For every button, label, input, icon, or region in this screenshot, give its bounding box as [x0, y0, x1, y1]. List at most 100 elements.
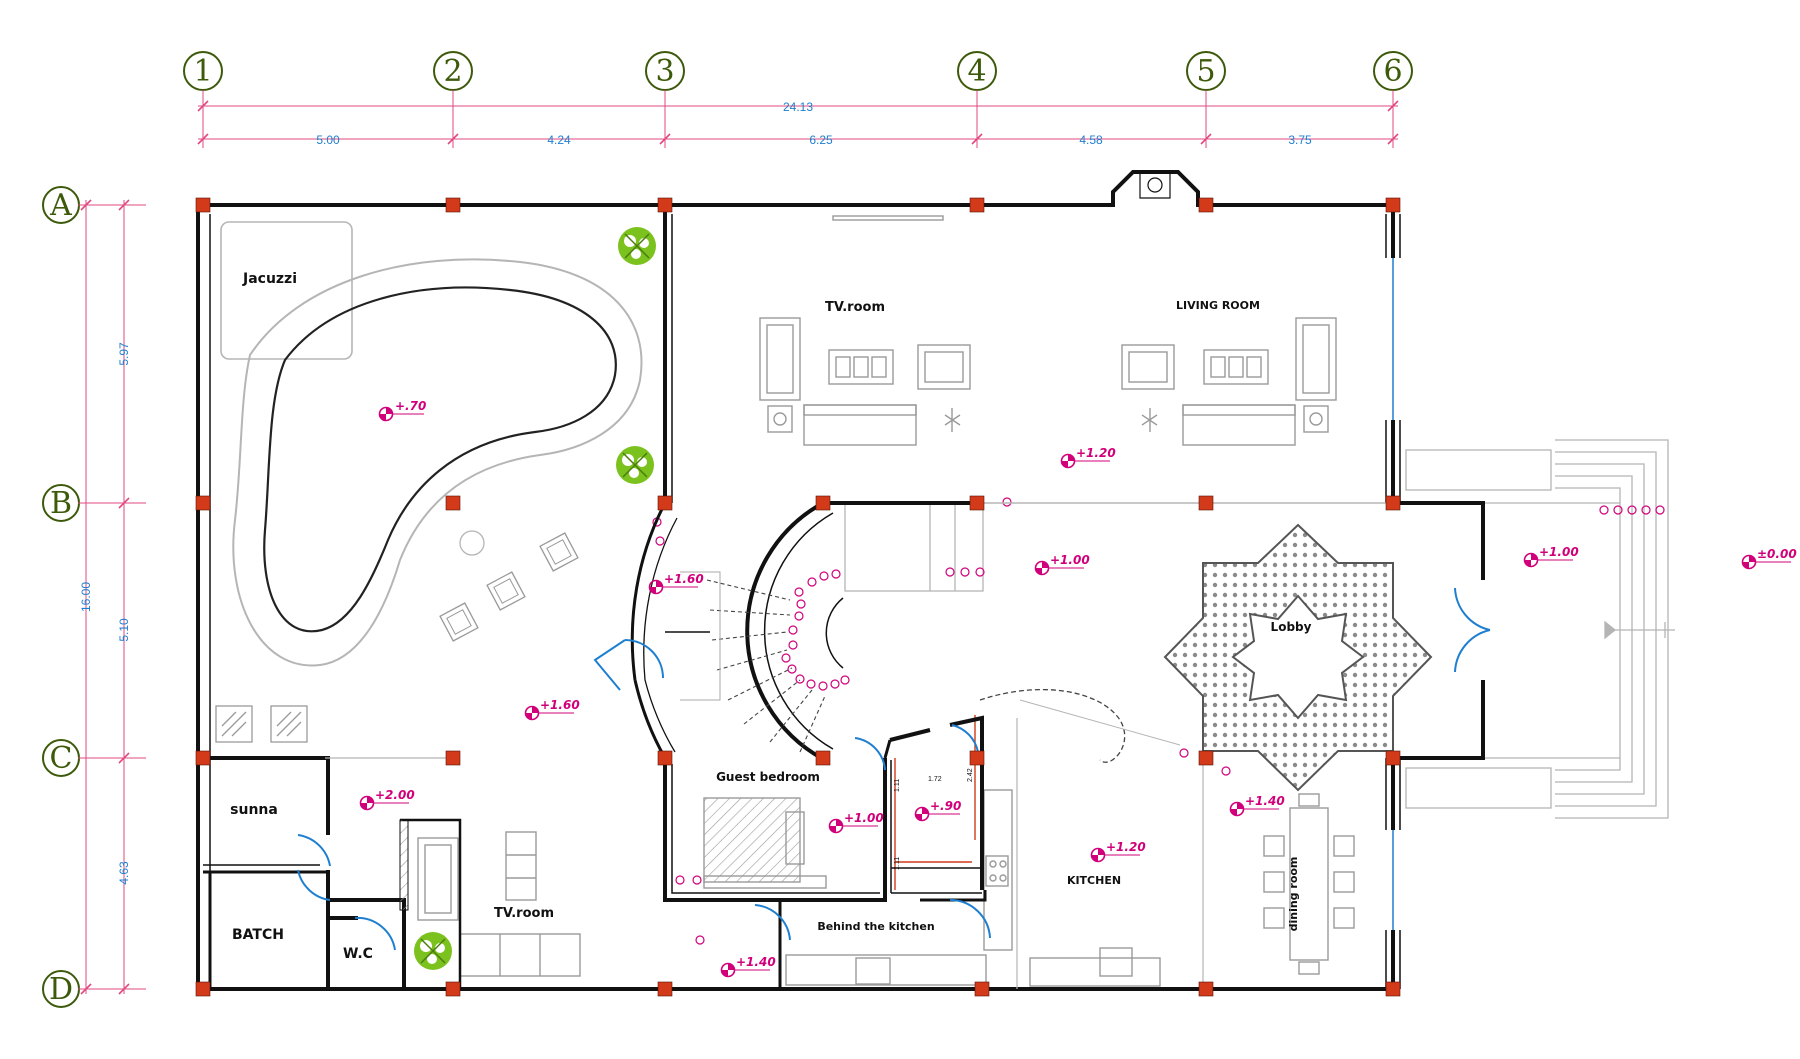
entrance-terrace: [1405, 439, 1675, 819]
room-label-kitchen: KITCHEN: [1067, 874, 1121, 887]
plant-icon: [615, 445, 655, 485]
level-marker-guest: +1.00: [828, 811, 884, 834]
columns: [195, 197, 1401, 997]
level-marker-dining: +1.40: [1229, 794, 1285, 817]
room-label-dining-room: dining room: [1287, 857, 1300, 932]
lounge-chair: [539, 532, 579, 572]
svg-text:+1.40: +1.40: [1245, 794, 1285, 808]
room-label-living-room: LIVING ROOM: [1176, 299, 1260, 312]
level-marker-living: +1.20: [1060, 446, 1116, 469]
grid-bubble-2: 2: [433, 51, 473, 91]
level-marker-hall: +1.00: [1034, 553, 1090, 576]
grid-bubble-b: B: [42, 484, 80, 522]
jacuzzi-tub: [220, 221, 353, 360]
grid-bubble-5: 5: [1186, 51, 1226, 91]
room-label-batch: BATCH: [232, 927, 284, 943]
dim-a-b: 5.97: [117, 342, 131, 366]
room-label-sunna: sunna: [230, 802, 278, 818]
level-marker-store: +.90: [914, 799, 961, 822]
shower-tray: [215, 705, 253, 743]
level-markers: +.70 +1.20 +1.00 +1.00 ±0.00 +1.60 +1.60…: [359, 399, 1797, 978]
svg-text:±0.00: ±0.00: [1757, 547, 1797, 561]
shower-tray: [270, 705, 308, 743]
plant-icon: [617, 226, 657, 266]
room-label-guest-bedroom: Guest bedroom: [716, 770, 820, 784]
level-marker-stair: +1.60: [648, 572, 704, 595]
plant-icon: [413, 931, 453, 971]
dim-overall-horizontal: 24.13: [783, 100, 813, 114]
svg-text:+2.00: +2.00: [375, 788, 415, 802]
pool-area: [215, 221, 657, 971]
lounge-chair: [439, 602, 479, 642]
grid-label-2: 2: [443, 54, 462, 89]
grid-row-labels: A B C D: [42, 186, 80, 1008]
grid-bubble-4: 4: [957, 51, 997, 91]
store-dimensions: 1.72 1.11 1.11 2.42: [894, 768, 974, 870]
grid-label-3: 3: [655, 54, 674, 89]
dimension-texts: 24.13 5.00 4.24 6.25 4.58 3.75 16.00 5.9…: [79, 100, 1312, 885]
grid-label-4: 4: [967, 54, 986, 89]
grid-bubble-6: 6: [1373, 51, 1413, 91]
svg-text:+1.40: +1.40: [736, 955, 776, 969]
grid-label-a: A: [49, 188, 72, 223]
store-dim-width: 1.72: [928, 776, 942, 783]
grid-bubble-d: D: [42, 970, 80, 1008]
grid-bubble-c: C: [42, 739, 80, 777]
level-marker-behind-kitchen: +1.40: [720, 955, 776, 978]
room-label-lobby: Lobby: [1271, 620, 1312, 634]
level-marker-pool: +.70: [378, 399, 426, 422]
grid-label-b: B: [50, 486, 72, 521]
lobby-ornament: [1163, 523, 1433, 792]
store-dim-height: 1.11: [894, 779, 901, 792]
level-marker-sunna: +2.00: [359, 788, 415, 811]
walls: [196, 170, 1485, 991]
svg-text:+1.00: +1.00: [1050, 553, 1090, 567]
level-marker-terrace: +1.00: [1523, 545, 1579, 568]
dim-c-d: 4.63: [117, 861, 131, 885]
grid-label-1: 1: [193, 54, 212, 89]
room-label-tv-room-lower: TV.room: [494, 906, 554, 921]
grid-bubble-a: A: [42, 186, 80, 224]
room-label-jacuzzi: Jacuzzi: [242, 271, 297, 287]
store-dim-right: 2.42: [967, 768, 974, 782]
dim-3-4: 6.25: [809, 133, 833, 147]
svg-text:+1.00: +1.00: [1539, 545, 1579, 559]
store-dim-lower: 1.11: [894, 857, 901, 870]
room-label-wc: W.C: [343, 946, 373, 962]
level-marker-kitchen: +1.20: [1090, 840, 1146, 863]
kitchen-arc: [979, 689, 1126, 763]
grid-label-c: C: [50, 741, 73, 776]
grid-label-5: 5: [1196, 54, 1215, 89]
room-labels: Jacuzzi TV.room LIVING ROOM Lobby Guest …: [230, 271, 1311, 962]
living-furniture: [417, 215, 1355, 987]
svg-text:+1.60: +1.60: [540, 698, 580, 712]
grid-column-labels: 1 2 3 4 5 6: [183, 51, 1413, 91]
level-marker-patio: +1.60: [524, 698, 580, 721]
dim-overall-vertical: 16.00: [79, 582, 93, 612]
grid-label-6: 6: [1383, 54, 1402, 89]
svg-text:+1.60: +1.60: [664, 572, 704, 586]
svg-text:+1.20: +1.20: [1076, 446, 1116, 460]
dim-5-6: 3.75: [1288, 133, 1312, 147]
room-label-behind-kitchen: Behind the kitchen: [817, 920, 934, 933]
dimension-lines: [78, 90, 1399, 995]
level-marker-outside: ±0.00: [1741, 547, 1797, 570]
pool-water: [263, 286, 617, 633]
svg-text:+.70: +.70: [395, 399, 426, 413]
grid-label-d: D: [49, 972, 73, 1007]
dim-2-3: 4.24: [547, 133, 571, 147]
svg-text:+1.20: +1.20: [1106, 840, 1146, 854]
lobby-star-inner: [1231, 594, 1365, 720]
room-label-tv-room: TV.room: [825, 300, 885, 315]
spiral-stair: [652, 497, 1665, 945]
grid-bubble-3: 3: [645, 51, 685, 91]
grid-bubble-1: 1: [183, 51, 223, 91]
svg-text:+1.00: +1.00: [844, 811, 884, 825]
dim-1-2: 5.00: [316, 133, 340, 147]
dim-4-5: 4.58: [1079, 133, 1103, 147]
lounge-chair: [486, 571, 526, 611]
dim-b-c: 5.10: [117, 618, 131, 642]
svg-text:+.90: +.90: [930, 799, 961, 813]
doors: [297, 587, 1491, 951]
